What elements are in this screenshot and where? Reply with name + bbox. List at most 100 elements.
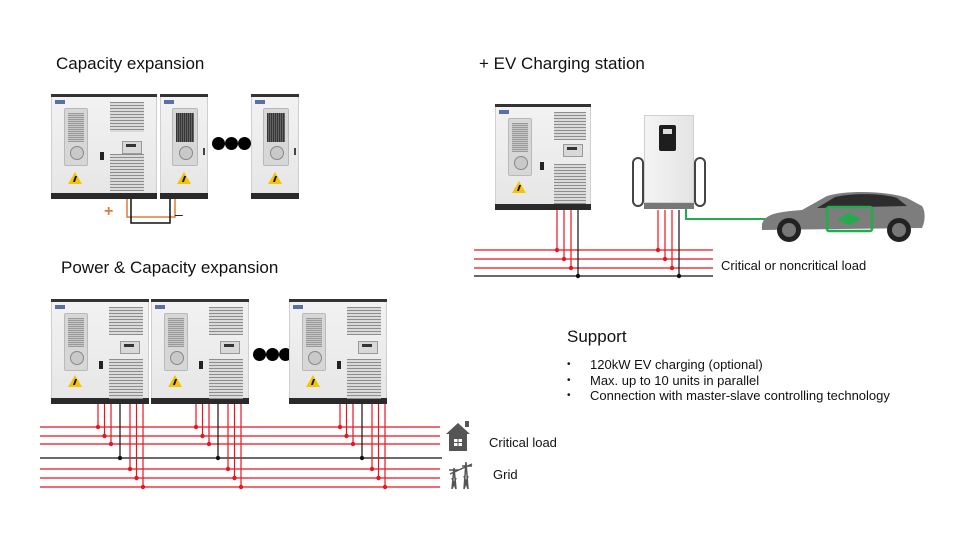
junction-dot [376, 475, 381, 481]
door-handle [294, 148, 296, 155]
high-voltage-warning-icon [68, 172, 82, 184]
fan-icon [70, 351, 84, 365]
junction-dot [676, 273, 682, 279]
junction-dot [193, 424, 199, 430]
three-dots-icon [253, 348, 292, 362]
junction-dot [655, 247, 661, 253]
grid-label: Grid [493, 467, 518, 482]
ev-charging-link [685, 209, 800, 220]
high-voltage-warning-icon [168, 375, 182, 387]
junction-dot [359, 455, 365, 461]
brand-logo [255, 100, 265, 104]
junction-dot [215, 455, 221, 461]
junction-dot [554, 247, 560, 253]
vent [110, 102, 144, 132]
vent [347, 359, 381, 399]
pc-bus [40, 426, 442, 488]
junction-dot [117, 455, 123, 461]
meter-display [220, 341, 240, 354]
meter-display [120, 341, 140, 354]
junction-dot [337, 424, 343, 430]
transmission-tower-icon [449, 461, 473, 490]
meter-display [563, 144, 583, 157]
support-item: Max. up to 10 units in parallel [567, 373, 890, 389]
dc-links [126, 199, 176, 224]
junction-dot [238, 484, 244, 490]
battery-cabinet [251, 94, 299, 199]
fan-icon [170, 351, 184, 365]
door-handle [203, 148, 205, 155]
air-conditioner [302, 313, 326, 371]
junction-dot [225, 466, 231, 472]
bess-cabinet [51, 299, 149, 404]
switch [540, 162, 544, 170]
brand-logo [164, 100, 174, 104]
pc-drops [95, 404, 388, 490]
junction-dot [561, 256, 567, 262]
vent [347, 307, 381, 335]
dc-positive-wire [126, 199, 176, 218]
support-item: Connection with master-slave controlling… [567, 388, 890, 404]
air-conditioner [64, 108, 88, 166]
ev-charging-title: + EV Charging station [479, 54, 645, 73]
high-voltage-warning-icon [268, 172, 282, 184]
vent [110, 154, 144, 191]
fan-icon [270, 146, 284, 160]
bess-cabinet-ev [495, 104, 591, 210]
electric-car-icon [762, 192, 925, 242]
ev-load-label: Critical or noncritical load [721, 258, 867, 273]
support-title: Support [567, 327, 627, 346]
high-voltage-warning-icon [68, 375, 82, 387]
switch [337, 361, 341, 369]
junction-dot [669, 265, 675, 271]
battery-cabinet [160, 94, 208, 199]
switch [99, 361, 103, 369]
high-voltage-warning-icon [177, 172, 191, 184]
junction-dot [369, 466, 375, 472]
junction-dot [662, 256, 668, 262]
fan-icon [514, 156, 528, 170]
air-conditioner [64, 313, 88, 371]
air-conditioner [172, 108, 198, 166]
house-with-plug-icon [446, 421, 470, 451]
bess-cabinet-main [51, 94, 157, 199]
three-dots-icon [212, 137, 251, 151]
dc-positive-label: + [104, 203, 114, 220]
junction-dot [134, 475, 139, 481]
junction-dot [382, 484, 388, 490]
bess-cabinet [289, 299, 387, 404]
brand-logo [293, 305, 303, 309]
brand-logo [55, 100, 65, 104]
charger-screen [659, 125, 676, 151]
junction-dot [127, 466, 133, 472]
switch [100, 152, 104, 160]
ev-bus [474, 209, 800, 279]
air-conditioner [164, 313, 188, 371]
junction-dot [108, 441, 114, 447]
vent [209, 307, 243, 335]
junction-dot [95, 424, 101, 430]
meter-display [122, 141, 142, 154]
junction-dot [575, 273, 581, 279]
charging-cable [632, 157, 644, 207]
fan-icon [308, 351, 322, 365]
brand-logo [155, 305, 165, 309]
junction-dot [344, 433, 349, 439]
fan-icon [70, 146, 84, 160]
bess-cabinet [151, 299, 249, 404]
power-capacity-expansion-title: Power & Capacity expansion [61, 258, 279, 277]
dc-negative-label: – [175, 206, 183, 222]
air-conditioner [508, 118, 532, 176]
dc-negative-wire [130, 199, 171, 224]
critical-load-label: Critical load [489, 435, 557, 450]
junction-dot [206, 441, 212, 447]
vent [554, 164, 586, 204]
charging-cable [694, 157, 706, 207]
capacity-expansion-title: Capacity expansion [56, 54, 205, 73]
junction-dot [568, 265, 574, 271]
ev-charger-icon [630, 115, 710, 211]
brand-logo [499, 110, 509, 114]
vent [209, 359, 243, 399]
junction-dot [102, 433, 107, 439]
